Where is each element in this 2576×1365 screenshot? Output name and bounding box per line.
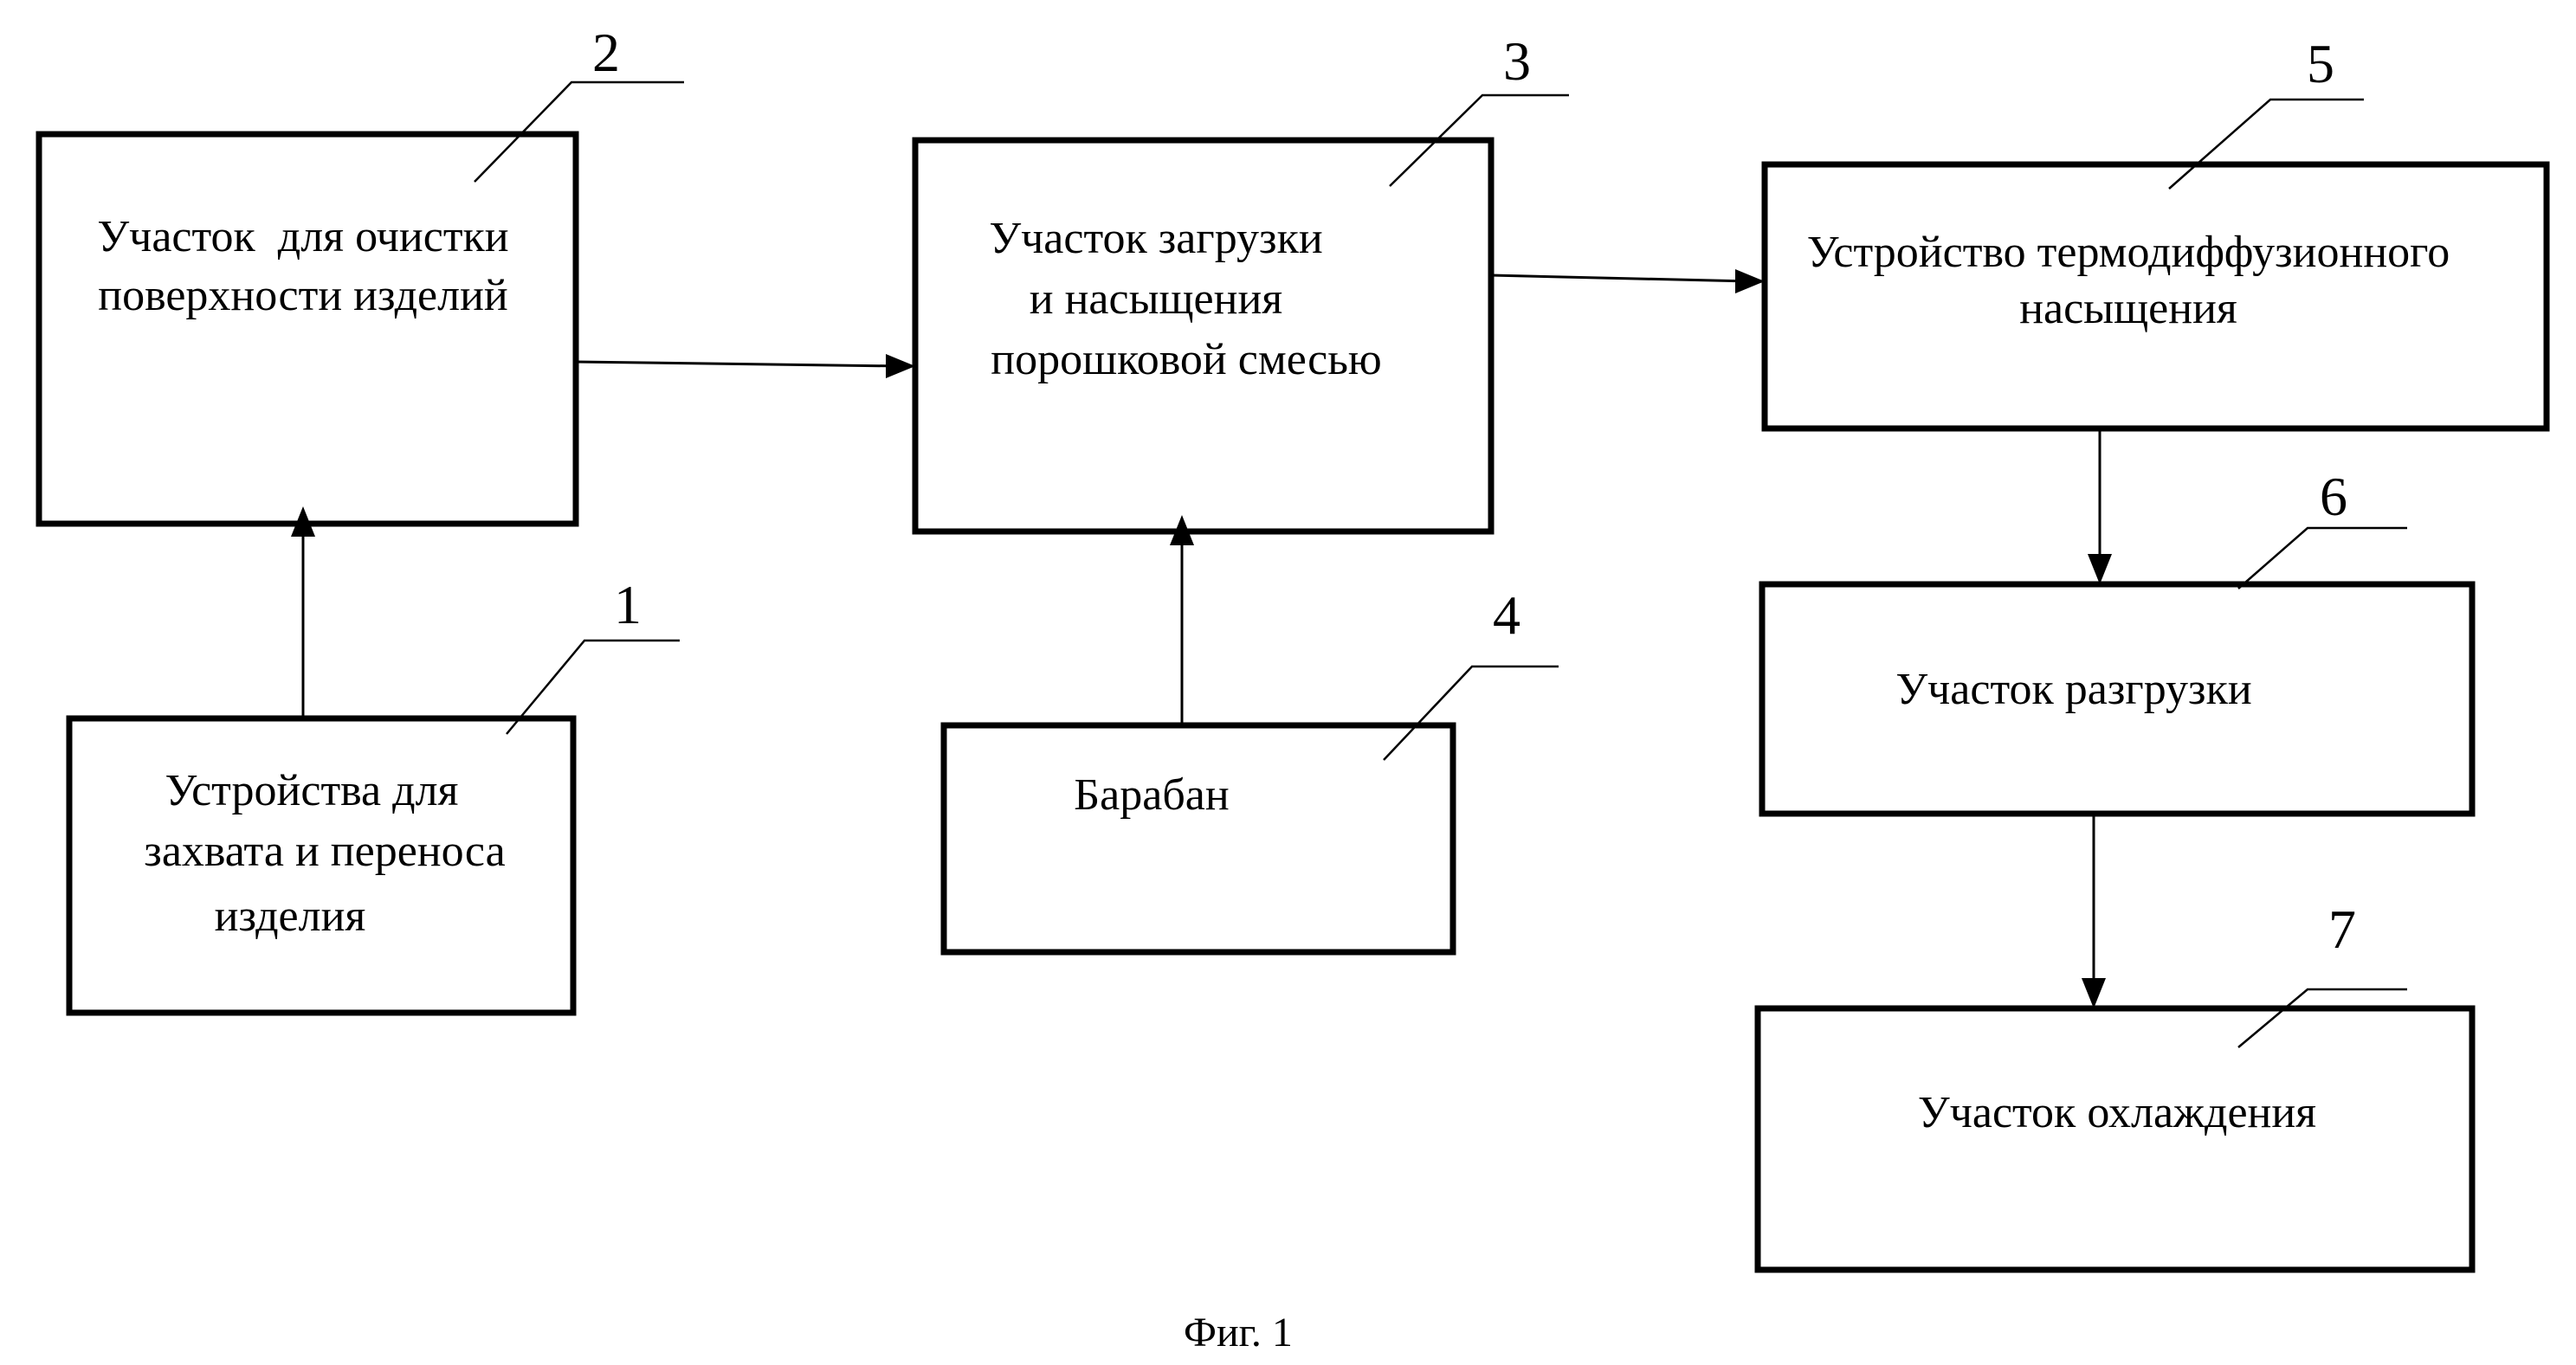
connector-5-to-6: [2088, 428, 2112, 584]
connector-6-to-7-arrowhead: [2082, 978, 2106, 1008]
block-3-line-1: Участок загрузки: [989, 214, 1322, 263]
connector-6-to-7: [2082, 814, 2106, 1008]
callout-1-number: 1: [614, 574, 642, 635]
connector-2-to-3: [576, 354, 915, 378]
callout-5-number: 5: [2307, 33, 2334, 94]
callout-4: 4: [1384, 584, 1559, 760]
callout-2-number: 2: [592, 22, 620, 83]
block-7-cooling-section: Участок охлаждения: [1758, 1008, 2472, 1270]
block-3-line-2: и насыщения: [1030, 274, 1282, 324]
block-1-line-2: захвата и переноса: [144, 827, 505, 876]
block-6-line-1: Участок разгрузки: [1895, 665, 2251, 714]
block-5-line-1: Устройство термодиффузионного: [1807, 228, 2450, 277]
block-1-gripping-devices: Устройства для захвата и переноса издели…: [69, 718, 573, 1013]
block-3-line-3: порошковой смесью: [991, 335, 1382, 384]
callout-7-number: 7: [2328, 898, 2356, 960]
block-4-line-1: Барабан: [1074, 770, 1229, 820]
connector-3-to-5-arrowhead: [1735, 269, 1765, 293]
block-3-loading-section: Участок загрузки и насыщения порошковой …: [915, 140, 1491, 531]
block-7-frame: [1758, 1008, 2472, 1270]
block-2-frame: [39, 134, 576, 524]
block-2-cleaning-section: Участок для очистки поверхности изделий: [39, 134, 576, 524]
callout-1: 1: [507, 574, 680, 734]
connector-1-to-2: [291, 506, 315, 718]
connector-4-to-3: [1170, 515, 1194, 725]
connector-3-to-5: [1491, 269, 1765, 293]
block-2-line-1: Участок для очистки: [97, 212, 508, 261]
block-7-line-1: Участок охлаждения: [1918, 1088, 2316, 1137]
callout-3-number: 3: [1503, 30, 1531, 92]
block-5-line-2: насыщения: [2019, 284, 2237, 333]
block-2-line-2: поверхности изделий: [98, 271, 507, 320]
callout-6: 6: [2238, 466, 2407, 589]
callout-6-number: 6: [2320, 466, 2347, 527]
callout-6-leader: [2238, 528, 2407, 589]
block-4-drum: Барабан: [944, 725, 1453, 952]
block-5-thermodiffusion-device: Устройство термодиффузионного насыщения: [1765, 164, 2547, 428]
figure-caption: Фиг. 1: [1184, 1310, 1293, 1355]
connector-3-to-5-line: [1491, 275, 1749, 281]
block-6-unloading-section: Участок разгрузки: [1762, 584, 2472, 814]
callout-4-number: 4: [1493, 584, 1520, 646]
connector-5-to-6-arrowhead: [2088, 554, 2112, 584]
connector-2-to-3-line: [576, 362, 901, 366]
connector-2-to-3-arrowhead: [886, 354, 915, 378]
block-1-line-1: Устройства для: [165, 766, 459, 815]
block-1-line-3: изделия: [215, 892, 366, 941]
block-4-frame: [944, 725, 1453, 952]
